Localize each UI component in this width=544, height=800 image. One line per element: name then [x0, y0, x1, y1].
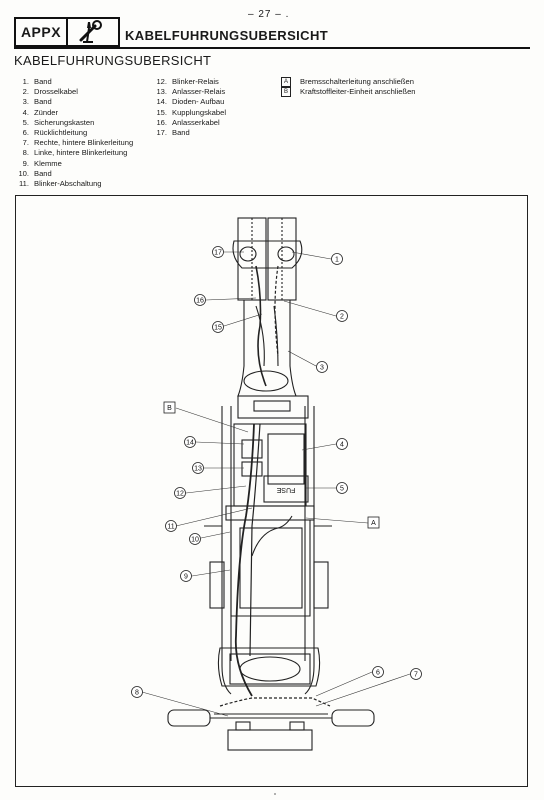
callout-12: 12: [174, 487, 186, 499]
legend-column-1: 1.Band 2.Drosselkabel 3.Band 4.Zünder 5.…: [10, 77, 133, 189]
callout-markers: 17 1 16 2 15 3 B 14 4 13 5 12 A 11 10 9 …: [131, 246, 422, 698]
svg-text:1: 1: [335, 257, 339, 264]
svg-text:7: 7: [414, 672, 418, 679]
motorcycle-wiring-diagram: 17 1 16 2 15 3 B 14 4 13 5 12 A 11 10 9 …: [131, 217, 422, 751]
callout-17: 17: [212, 246, 224, 258]
svg-text:B: B: [167, 405, 172, 412]
page-number: – 27 – .: [248, 9, 290, 20]
svg-text:10: 10: [191, 537, 199, 544]
svg-text:16: 16: [196, 298, 204, 305]
callout-A: A: [367, 516, 380, 529]
appendix-header-box: APPX: [14, 17, 120, 47]
svg-text:15: 15: [214, 325, 222, 332]
callout-1: 1: [331, 253, 343, 265]
legend-item: 10.Band: [18, 168, 52, 178]
callout-B: B: [163, 401, 176, 414]
legend-item: 16.Anlasserkabel: [156, 117, 220, 127]
svg-text:2: 2: [340, 314, 344, 321]
svg-text:11: 11: [167, 524, 174, 531]
legend-item: 3.Band: [22, 97, 52, 107]
svg-text:6: 6: [376, 670, 380, 677]
legend-item: 5.Sicherungskasten: [22, 117, 95, 127]
callout-13: 13: [192, 462, 204, 474]
callout-3: 3: [316, 361, 328, 373]
scan-artifact: [274, 793, 276, 795]
legend-item: 14.Dioden- Aufbau: [156, 97, 225, 107]
svg-text:A: A: [371, 520, 376, 527]
svg-text:8: 8: [135, 690, 139, 697]
legend-item: 7.Rechte, hintere Blinkerleitung: [22, 138, 134, 148]
callout-5: 5: [336, 482, 348, 494]
svg-text:14: 14: [186, 440, 194, 447]
tools-icon: [68, 19, 118, 45]
legend-item: 4.Zünder: [22, 107, 59, 117]
callout-6: 6: [372, 666, 384, 678]
section-title: KABELFUHRUNGSUBERSICHT: [14, 53, 212, 68]
callout-9: 9: [180, 570, 192, 582]
header-rule: [14, 47, 530, 49]
callout-10: 10: [189, 533, 201, 545]
svg-text:9: 9: [184, 574, 188, 581]
svg-text:5: 5: [340, 486, 344, 493]
appx-label: APPX: [16, 19, 68, 45]
legend-item: 15.Kupplungskabel: [156, 107, 227, 117]
callout-11: 11: [165, 520, 177, 532]
legend-item: 8.Linke, hintere Blinkerleitung: [22, 148, 128, 158]
svg-text:13: 13: [194, 466, 202, 473]
wiring-diagram-frame: 17 1 16 2 15 3 B 14 4 13 5 12 A 11 10 9 …: [15, 195, 528, 787]
legend-item: 17.Band: [156, 128, 190, 138]
legend-item: 9.Klemme: [22, 158, 62, 168]
callout-15: 15: [212, 321, 224, 333]
callout-7: 7: [410, 668, 422, 680]
callout-16: 16: [194, 294, 206, 306]
legend-item: 11.Blinker-Abschaltung: [19, 179, 102, 189]
legend-column-2: 12.Blinker-Relais 13.Anlasser-Relais 14.…: [148, 77, 226, 138]
legend-item: 13.Anlasser-Relais: [156, 87, 226, 97]
callout-4: 4: [336, 438, 348, 450]
callout-8: 8: [131, 686, 143, 698]
svg-text:4: 4: [340, 442, 344, 449]
legend-item: 1.Band: [22, 77, 52, 86]
legend-item: 12.Blinker-Relais: [156, 77, 219, 86]
callout-2: 2: [336, 310, 348, 322]
callout-14: 14: [184, 436, 196, 448]
svg-text:3: 3: [320, 365, 324, 372]
fuse-label: FUSE: [276, 486, 295, 493]
svg-text:17: 17: [214, 250, 222, 257]
svg-text:12: 12: [176, 491, 184, 498]
header-title: KABELFUHRUNGSUBERSICHT: [125, 28, 329, 43]
legend-item: 2.Drosselkabel: [22, 87, 78, 97]
legend-item: 6.Rücklichtleitung: [22, 128, 88, 138]
